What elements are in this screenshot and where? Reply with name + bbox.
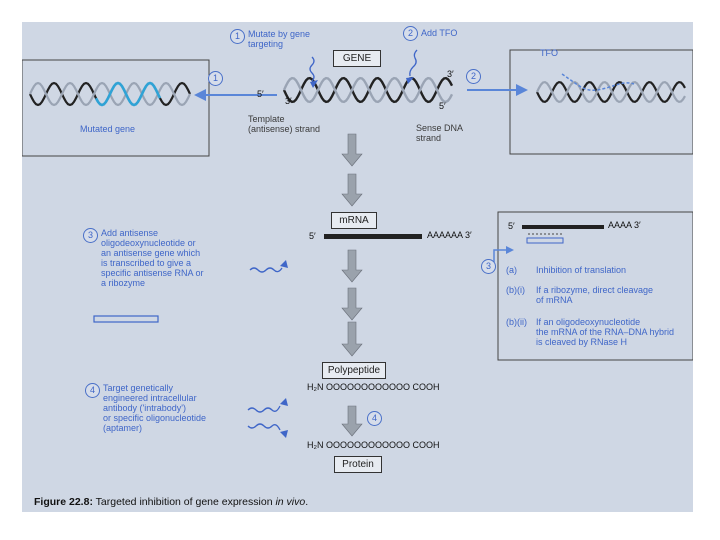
caption-main: Targeted inhibition of gene expression (92, 496, 276, 508)
flow-arrows (341, 133, 363, 437)
protein-box: Protein (334, 456, 382, 473)
tfo-helix-strand-b (536, 80, 686, 104)
arrow-into-inhibition (493, 249, 508, 262)
figure-caption: Figure 22.8: Targeted inhibition of gene… (34, 496, 309, 509)
step4-marker: 4 (85, 383, 100, 398)
gene-3prime-right: 3′ (447, 69, 454, 79)
gene-5prime-right: 5′ (439, 101, 446, 111)
step3-marker: 3 (83, 228, 98, 243)
right-mrna-5prime: 5′ (508, 221, 515, 231)
step4-marker-arrow: 4 (367, 408, 385, 426)
wavy-arrow-intrabody-1 (247, 405, 281, 413)
inhibit-bii-text: If an oligodeoxynucleotide the mRNA of t… (536, 317, 675, 348)
tfo-panel (509, 49, 693, 155)
wavy-arrow-intrabody-2 (247, 423, 281, 431)
gene-helix-strand-b (282, 76, 454, 104)
tfo-label: TFO (540, 48, 558, 58)
polypeptide-box: Polypeptide (322, 362, 386, 379)
mrna-bar (324, 234, 422, 239)
top-white-margin (0, 0, 720, 18)
polypeptide-chain: H₂N OOOOOOOOOOOO COOH (307, 382, 440, 392)
step4-text: Target genetically engineered intracellu… (103, 383, 207, 434)
tfo-helix-strand-a (536, 80, 686, 104)
flow-arrow-3 (341, 249, 363, 283)
gene-5prime-left: 5′ (257, 89, 264, 99)
inhibit-bi-text: If a ribozyme, direct cleavage of mRNA (536, 285, 654, 306)
step2-marker-arrow: 2 (466, 66, 484, 84)
step3-marker-right: 3 (481, 256, 499, 274)
mrna-5prime: 5′ (309, 231, 316, 241)
arrow-head-left (194, 89, 206, 101)
inhibit-a-text: Inhibition of translation (536, 265, 627, 275)
caption-end: . (305, 496, 309, 508)
step2-marker: 2 (403, 26, 418, 41)
mutated-gene-region (94, 81, 162, 107)
gene-box: GENE (333, 50, 381, 67)
mutated-gene-panel (22, 59, 210, 157)
caption-italic: in vivo (275, 496, 306, 508)
tfo-strand (561, 73, 635, 92)
step2-text: Add TFO (421, 28, 458, 38)
template-strand-label: Template (antisense) strand (248, 114, 321, 135)
inhibit-bi-label: (b)(i) (506, 285, 525, 295)
mutated-gene-label: Mutated gene (80, 124, 136, 134)
flow-arrow-4 (341, 287, 363, 321)
step3-text: Add antisense oligodeoxynucleotide or an… (101, 228, 204, 289)
wavy-arrow-tfo (409, 49, 418, 77)
right-mrna-polya: AAAA 3′ (608, 220, 641, 230)
bottom-white-margin (0, 522, 720, 540)
antisense-legend-bar (93, 315, 159, 323)
gene-3prime-left: 3′ (285, 96, 292, 106)
flow-arrow-5 (341, 321, 363, 357)
step1-text: Mutate by gene targeting (248, 29, 311, 50)
wavy-arrow-mutate (309, 56, 315, 82)
arrow-head-right (516, 84, 528, 96)
step1-marker: 1 (230, 29, 245, 44)
inhibition-panel (497, 211, 693, 361)
inhibit-bii-label: (b)(ii) (506, 317, 527, 327)
wavy-arrow-antisense (249, 267, 283, 273)
protein-chain: H₂N OOOOOOOOOOOO COOH (307, 440, 440, 450)
antisense-bar-right (526, 237, 564, 244)
gene-helix-strand-a (282, 76, 454, 104)
sense-strand-label: Sense DNA strand (416, 123, 464, 144)
inhibit-a-label: (a) (506, 265, 517, 275)
right-mrna-bar (522, 225, 604, 229)
flow-arrow-1 (341, 133, 363, 167)
caption-prefix: Figure 22.8: (34, 496, 93, 508)
diagram-graphics (22, 49, 693, 438)
flow-arrow-2 (341, 173, 363, 207)
step1-marker-arrow: 1 (208, 68, 226, 86)
mrna-box: mRNA (331, 212, 377, 229)
flow-arrow-6 (341, 405, 363, 437)
mrna-polya: AAAAAA 3′ (427, 230, 472, 240)
